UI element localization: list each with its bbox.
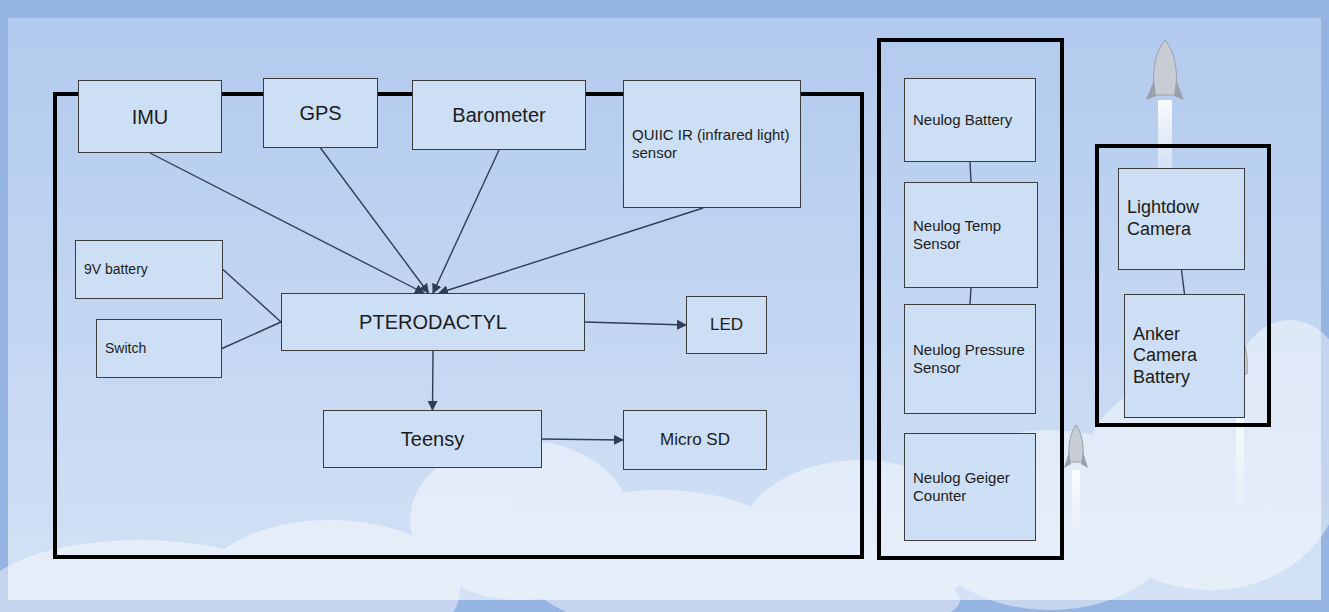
component-box: 9V battery [75, 240, 223, 299]
box-label: PTERODACTYL [359, 310, 507, 334]
box-label: Barometer [452, 103, 545, 127]
box-label: Neulog Battery [913, 111, 1012, 129]
box-label: Switch [105, 340, 146, 357]
connector [970, 162, 971, 182]
text-stack: LED [710, 315, 743, 335]
component-box: Neulog Geiger Counter [904, 433, 1036, 541]
connector [321, 148, 429, 293]
text-stack: Neulog Temp Sensor [913, 217, 1029, 253]
box-label: Neulog Geiger Counter [913, 469, 1027, 505]
component-box: Switch [96, 319, 222, 378]
text-stack: Neulog Geiger Counter [913, 469, 1027, 505]
component-box: Neulog Battery [904, 78, 1036, 162]
box-label: QUIIC IR (infrared light) sensor [632, 126, 792, 162]
component-box: IMU [78, 80, 222, 153]
box-label: Anker Camera Battery [1133, 324, 1236, 389]
component-box: PTERODACTYL [281, 293, 585, 351]
text-stack: Neulog Pressure Sensor [913, 341, 1027, 377]
connector [432, 351, 434, 410]
connector [433, 150, 499, 293]
box-label: Neulog Temp Sensor [913, 217, 1029, 253]
text-stack: PTERODACTYL [359, 310, 507, 334]
text-stack: Switch [105, 340, 146, 357]
text-stack: Anker Camera Battery [1133, 324, 1236, 389]
component-box: Neulog Pressure Sensor [904, 304, 1036, 414]
text-stack: Teensy [401, 427, 464, 451]
connector [439, 208, 703, 293]
text-stack: GPS [299, 101, 341, 125]
text-stack: Micro SD [660, 430, 730, 450]
group-frame [1097, 146, 1269, 425]
component-box: GPS [263, 78, 378, 148]
component-box: Teensy [323, 410, 542, 468]
component-box: LED [686, 296, 767, 354]
box-label: IMU [132, 105, 169, 129]
box-label: 9V battery [84, 261, 148, 278]
box-label: Teensy [401, 427, 464, 451]
group-frame [879, 40, 1062, 558]
text-stack: Lightdow Camera [1127, 197, 1236, 240]
text-stack: Barometer [452, 103, 545, 127]
connector [542, 439, 623, 440]
component-box: Lightdow Camera [1118, 168, 1245, 270]
box-label: GPS [299, 101, 341, 125]
component-box: Anker Camera Battery [1124, 294, 1245, 418]
connector [222, 322, 281, 349]
box-label: Micro SD [660, 430, 730, 450]
text-stack: 9V battery [84, 261, 148, 278]
text-stack: IMU [132, 105, 169, 129]
rocket [1064, 425, 1088, 540]
connector [585, 322, 686, 325]
connector [1182, 270, 1185, 294]
connector [223, 270, 281, 323]
box-label: Neulog Pressure Sensor [913, 341, 1027, 377]
text-stack: QUIIC IR (infrared light) sensor [632, 126, 792, 162]
component-box: Micro SD [623, 410, 767, 470]
box-label: LED [710, 315, 743, 335]
component-box: QUIIC IR (infrared light) sensor [623, 80, 801, 208]
component-box: Barometer [412, 80, 586, 150]
connector [970, 288, 971, 304]
text-stack: Neulog Battery [913, 111, 1012, 129]
component-box: Neulog Temp Sensor [904, 182, 1038, 288]
box-label: Lightdow Camera [1127, 197, 1236, 240]
